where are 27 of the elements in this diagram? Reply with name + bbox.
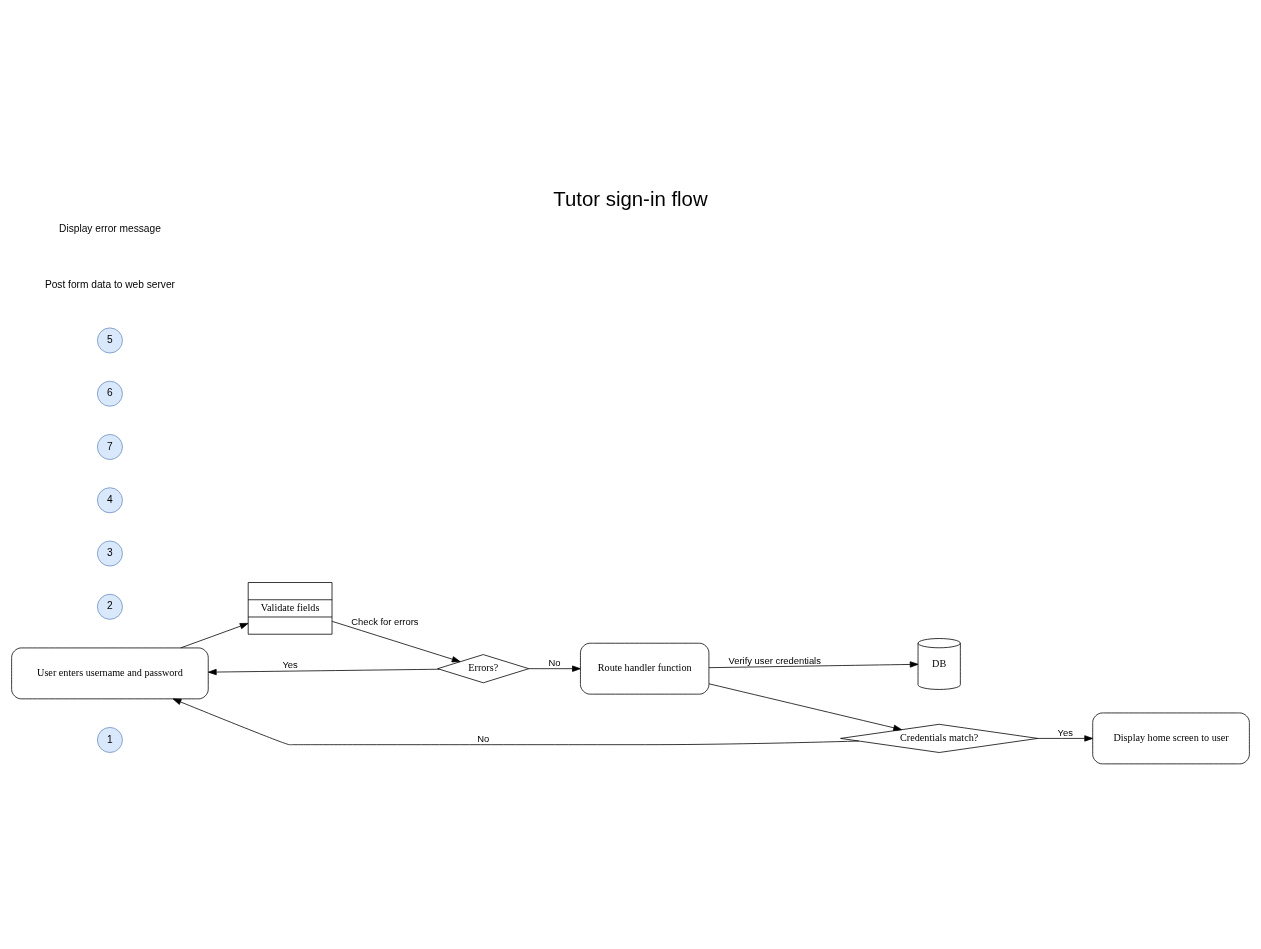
edge-label: Verify user credentials [728, 654, 821, 666]
node-circle: 2 [97, 593, 123, 620]
label: Display error message [59, 222, 161, 234]
edge-label: Yes [1057, 726, 1073, 738]
diagram-title: Tutor sign-in flow [553, 187, 708, 210]
edge-label: No [477, 732, 490, 744]
arrow [528, 665, 581, 672]
node-box: User enters username and password [11, 647, 209, 699]
node-circle: 7 [97, 433, 123, 460]
arrow [331, 620, 461, 662]
arrow [708, 660, 919, 668]
edge-label: No [548, 656, 561, 668]
node-circle: 4 [97, 486, 123, 513]
node-box: Display home screen to user [1092, 712, 1250, 764]
label: Post form data to web server [44, 278, 175, 290]
edge-label: Check for errors [351, 615, 419, 627]
node-circle: 6 [97, 380, 123, 407]
node-box: Route handler function [580, 642, 710, 695]
arrow [172, 698, 860, 745]
node-circle: 3 [97, 540, 123, 566]
node-circle: 1 [97, 726, 123, 753]
node-circle: 5 [97, 327, 123, 353]
arrow [180, 622, 249, 648]
edge-label: Yes [282, 658, 298, 670]
arrow [208, 668, 440, 675]
arrow [708, 682, 902, 731]
arrow [1037, 734, 1093, 742]
